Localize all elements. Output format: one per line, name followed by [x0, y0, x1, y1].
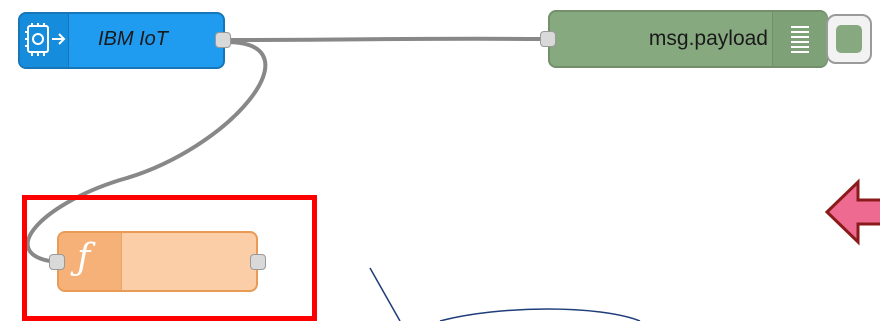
iot-chip-icon: [20, 14, 69, 67]
debug-node[interactable]: msg.payload: [548, 10, 828, 68]
function-icon: ƒ: [59, 233, 122, 290]
left-arrow-icon: [824, 178, 880, 246]
list-lines-icon: [772, 12, 827, 66]
wire-ibm-to-debug[interactable]: [223, 36, 549, 42]
debug-label: msg.payload: [648, 27, 768, 50]
function-output-port[interactable]: [250, 254, 266, 270]
highlight-box: [22, 195, 317, 321]
speech-bubble-icon: [369, 267, 641, 321]
ibm-iot-node[interactable]: IBM IoT: [18, 12, 225, 69]
ibm-iot-output-port[interactable]: [215, 32, 231, 48]
ibm-iot-label: IBM IoT: [98, 28, 169, 50]
debug-toggle-button[interactable]: [826, 14, 872, 64]
debug-input-port[interactable]: [540, 31, 556, 47]
function-node[interactable]: ƒ: [57, 231, 258, 292]
function-input-port[interactable]: [49, 254, 65, 270]
debug-toggle-indicator: [836, 25, 862, 53]
function-glyph: ƒ: [77, 237, 91, 278]
wire-ibm-to-function[interactable]: [25, 40, 268, 264]
